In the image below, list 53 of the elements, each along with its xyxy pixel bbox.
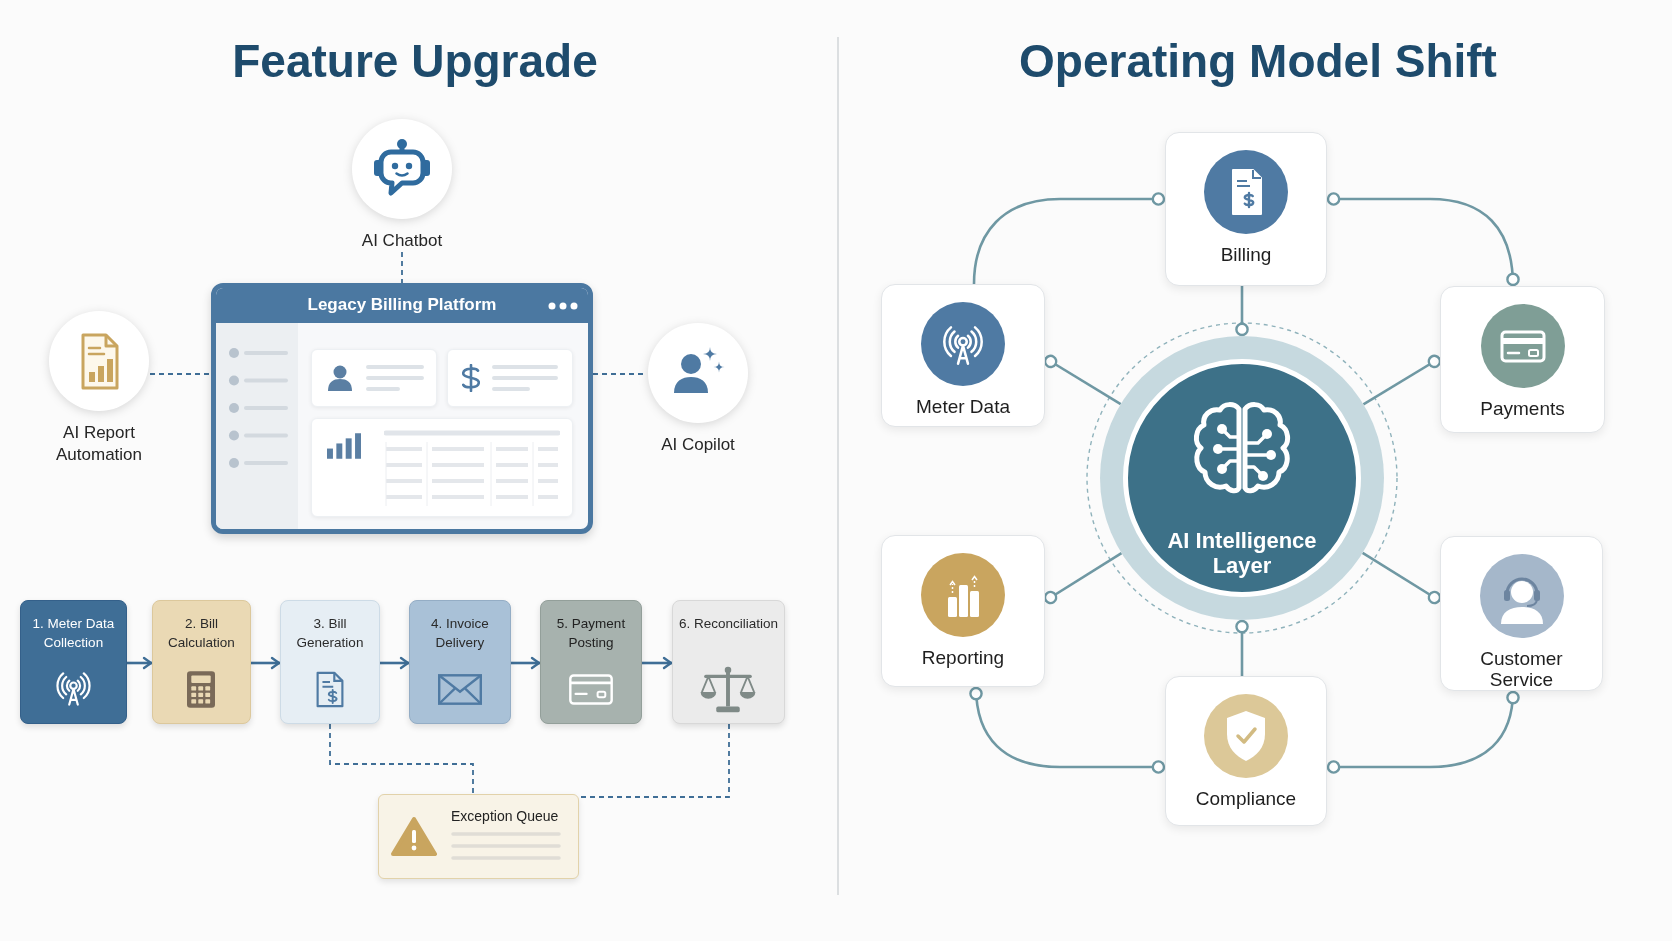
dashed-connector <box>149 373 212 375</box>
card-label: Meter Data <box>916 396 1010 417</box>
card-label: Customer Service <box>1479 648 1564 690</box>
step-label: 6. Reconciliation <box>677 615 780 633</box>
flow-arrow <box>127 656 153 670</box>
capability-card <box>1165 676 1327 826</box>
process-step <box>20 600 127 724</box>
dashed-connector <box>401 251 403 284</box>
connector-line <box>1043 552 1123 605</box>
connector-line <box>1235 619 1249 676</box>
core-label: AI Intelligence Layer <box>1166 528 1318 578</box>
connector-line <box>1235 286 1249 337</box>
card-label: Billing <box>1220 244 1272 265</box>
flow-arrow <box>642 656 673 670</box>
step-label: 5. Payment Posting <box>555 615 627 652</box>
capability-card <box>881 535 1045 687</box>
flow-arrow <box>511 656 541 670</box>
feature-label: AI Copilot <box>661 434 735 456</box>
card-label: Reporting <box>921 647 1005 668</box>
app-window <box>211 283 593 534</box>
section-title: Feature Upgrade <box>232 34 598 88</box>
feature-label: AI Chatbot <box>361 230 443 252</box>
connector-line <box>1326 192 1520 287</box>
connector-line <box>972 192 1166 285</box>
process-step <box>152 600 251 724</box>
step-label: 3. Bill Generation <box>295 615 365 652</box>
feature-label: AI Report Automation <box>55 422 143 466</box>
connector-line <box>1043 354 1122 406</box>
queue-title: Exception Queue <box>451 807 559 825</box>
card-label: Payments <box>1480 398 1565 419</box>
flow-arrow <box>251 656 281 670</box>
exception-card <box>378 794 579 879</box>
connector-line <box>969 686 1166 774</box>
step-label: 1. Meter Data Collection <box>31 615 116 652</box>
dashed-connector <box>578 723 730 798</box>
flow-arrow <box>380 656 410 670</box>
connector-line <box>1361 551 1442 605</box>
process-step <box>409 600 511 724</box>
card-label: Compliance <box>1195 788 1297 809</box>
capability-card <box>1165 132 1327 286</box>
process-step <box>672 600 785 724</box>
process-step <box>540 600 642 724</box>
step-label: 2. Bill Calculation <box>167 615 236 652</box>
window-title: Legacy Billing Platform <box>307 294 497 316</box>
capability-card <box>1440 286 1605 433</box>
step-label: 4. Invoice Delivery <box>430 615 490 652</box>
connector-line <box>1362 354 1442 406</box>
connector-line <box>1326 690 1520 774</box>
section-title: Operating Model Shift <box>1019 34 1497 88</box>
dashed-connector <box>329 723 474 795</box>
process-step <box>280 600 380 724</box>
capability-card <box>881 284 1045 427</box>
capability-card <box>1440 536 1603 691</box>
